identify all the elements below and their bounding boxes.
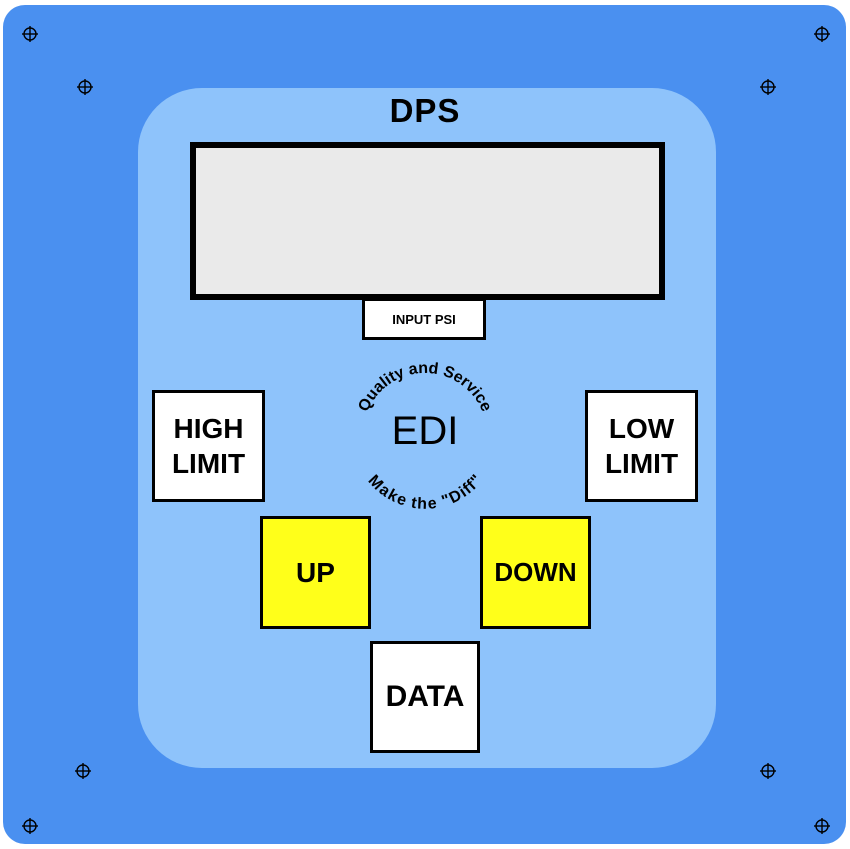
lcd-display bbox=[190, 142, 665, 300]
low-limit-label-line1: LOW bbox=[608, 413, 675, 444]
screw-icon bbox=[814, 26, 830, 42]
down-button[interactable]: DOWN bbox=[480, 516, 591, 629]
screw-icon bbox=[77, 79, 93, 95]
high-limit-label-line1: HIGH bbox=[173, 413, 244, 444]
logo-top-arc-text: Quality and Service bbox=[355, 360, 494, 414]
screw-icon bbox=[22, 26, 38, 42]
low-limit-label-line2: LIMIT bbox=[604, 448, 679, 479]
display-mode-label: INPUT PSI bbox=[362, 298, 486, 340]
up-button-label: UP bbox=[296, 557, 335, 588]
screw-icon bbox=[22, 818, 38, 834]
screw-icon bbox=[760, 763, 776, 779]
data-button-label: DATA bbox=[385, 680, 465, 714]
device-title: DPS bbox=[389, 92, 461, 129]
up-button[interactable]: UP bbox=[260, 516, 371, 629]
high-limit-label-line2: LIMIT bbox=[171, 448, 246, 479]
data-button[interactable]: DATA bbox=[370, 641, 480, 753]
down-button-label: DOWN bbox=[494, 557, 577, 588]
screw-icon bbox=[760, 79, 776, 95]
screw-icon bbox=[75, 763, 91, 779]
logo-bottom-arc-text: Make the "Diff" bbox=[365, 472, 486, 513]
low-limit-button[interactable]: LOW LIMIT bbox=[585, 390, 698, 502]
screw-icon bbox=[814, 818, 830, 834]
logo-brand-text: EDI bbox=[392, 409, 459, 453]
high-limit-button[interactable]: HIGH LIMIT bbox=[152, 390, 265, 502]
edi-logo: Quality and Service Make the "Diff" EDI bbox=[355, 360, 494, 513]
